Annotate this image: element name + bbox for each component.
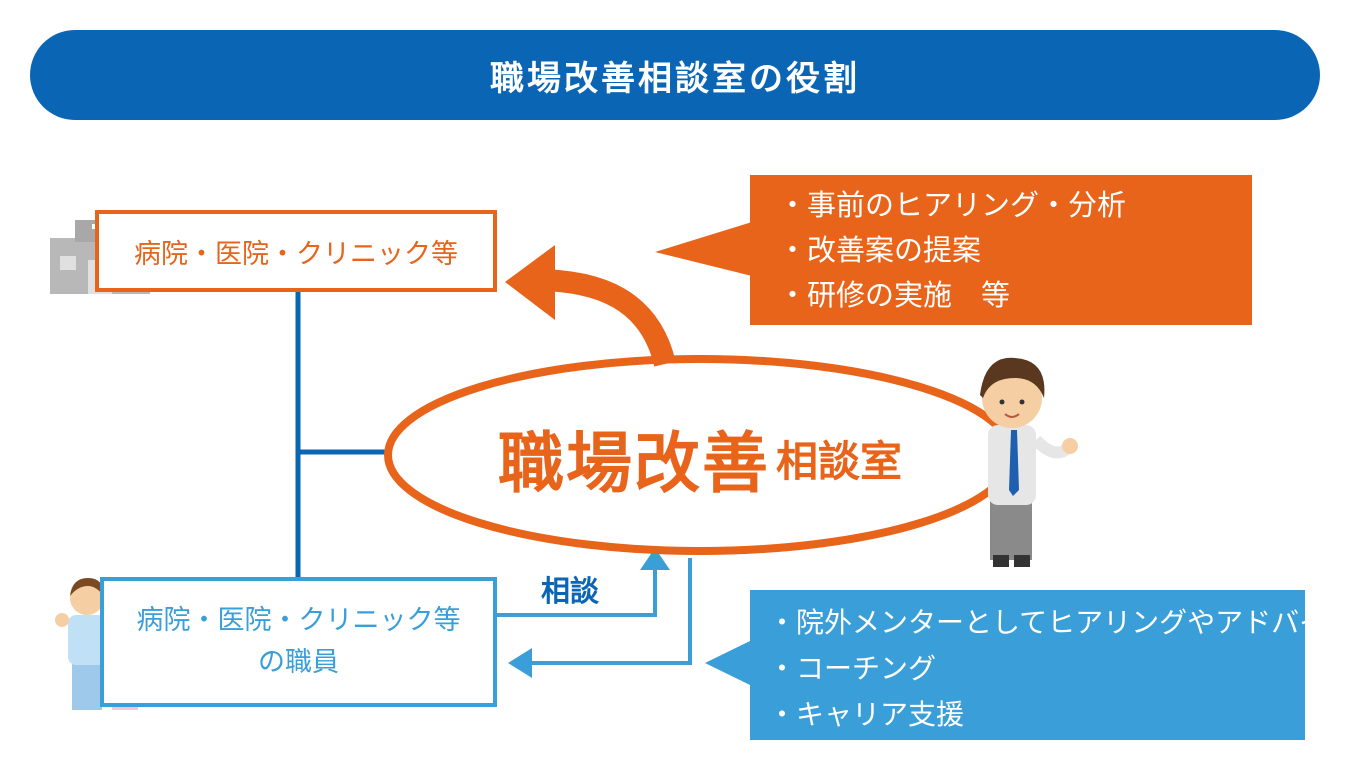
blue-callout-item: ・院外メンターとしてヒアリングやアドバイス xyxy=(768,606,1350,639)
consult-arrow-head xyxy=(640,548,670,570)
clinic-label: 病院・医院・クリニック等 xyxy=(134,238,458,270)
consultant-man-icon xyxy=(980,357,1078,567)
blue-callout-item: ・コーチング xyxy=(768,652,937,685)
center-title: 職場改善 相談室 xyxy=(405,408,995,508)
center-title-main: 職場改善 xyxy=(497,425,770,502)
page-title: 職場改善相談室の役割 xyxy=(490,58,860,99)
clinic-box: 病院・医院・クリニック等 xyxy=(95,210,497,292)
orange-callout-pointer xyxy=(655,222,752,276)
staff-label-line1: 病院・医院・クリニック等 xyxy=(136,605,461,636)
blue-callout-item: ・キャリア支援 xyxy=(768,698,965,731)
orange-callout-list: ・事前のヒアリング・分析 ・改善案の提案 ・研修の実施 等 xyxy=(778,183,1126,318)
support-arrow xyxy=(530,558,692,665)
staff-box: 病院・医院・クリニック等 の職員 xyxy=(100,577,497,707)
orange-callout-item: ・事前のヒアリング・分析 xyxy=(778,188,1127,222)
title-bar: 職場改善相談室の役割 xyxy=(30,30,1320,120)
center-title-sub: 相談室 xyxy=(775,436,902,486)
curved-arrow xyxy=(534,269,676,367)
consult-label: 相談 xyxy=(540,574,599,608)
orange-callout-item: ・研修の実施 等 xyxy=(778,278,1011,312)
consult-arrow xyxy=(497,566,657,617)
support-arrow-head xyxy=(508,648,532,678)
blue-callout-list: ・院外メンターとしてヒアリングやアドバイス ・コーチング ・キャリア支援 xyxy=(768,600,1350,738)
blue-callout: ・院外メンターとしてヒアリングやアドバイス ・コーチング ・キャリア支援 xyxy=(750,590,1350,740)
orange-callout-item: ・改善案の提案 xyxy=(778,233,982,267)
orange-callout: ・事前のヒアリング・分析 ・改善案の提案 ・研修の実施 等 xyxy=(750,175,1252,325)
blue-callout-pointer xyxy=(705,640,752,686)
staff-label-line2: の職員 xyxy=(258,647,339,678)
curved-arrow-head xyxy=(505,245,555,320)
